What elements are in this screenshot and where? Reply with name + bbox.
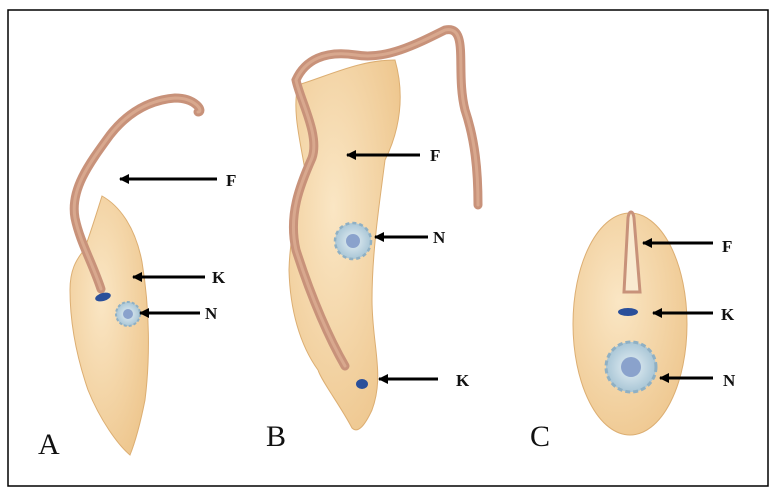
label-b-nucleus: N xyxy=(433,228,446,247)
kinetoplast-b xyxy=(356,379,368,389)
panel-label-c: C xyxy=(530,420,550,453)
label-a-kinetoplast: K xyxy=(212,268,226,287)
panel-a: F K N A xyxy=(38,98,236,461)
panel-c: F K N C xyxy=(530,212,736,453)
panel-label-b: B xyxy=(266,420,286,453)
label-a-flagellum: F xyxy=(226,171,236,190)
label-b-kinetoplast: K xyxy=(456,371,470,390)
label-c-kinetoplast: K xyxy=(721,305,735,324)
panel-b: F N K B xyxy=(266,30,478,453)
label-b-flagellum: F xyxy=(430,146,440,165)
panel-label-a: A xyxy=(38,428,60,461)
label-c-nucleus: N xyxy=(723,371,736,390)
kinetoplast-c xyxy=(618,308,638,316)
label-a-nucleus: N xyxy=(205,304,218,323)
label-c-flagellum: F xyxy=(722,237,732,256)
